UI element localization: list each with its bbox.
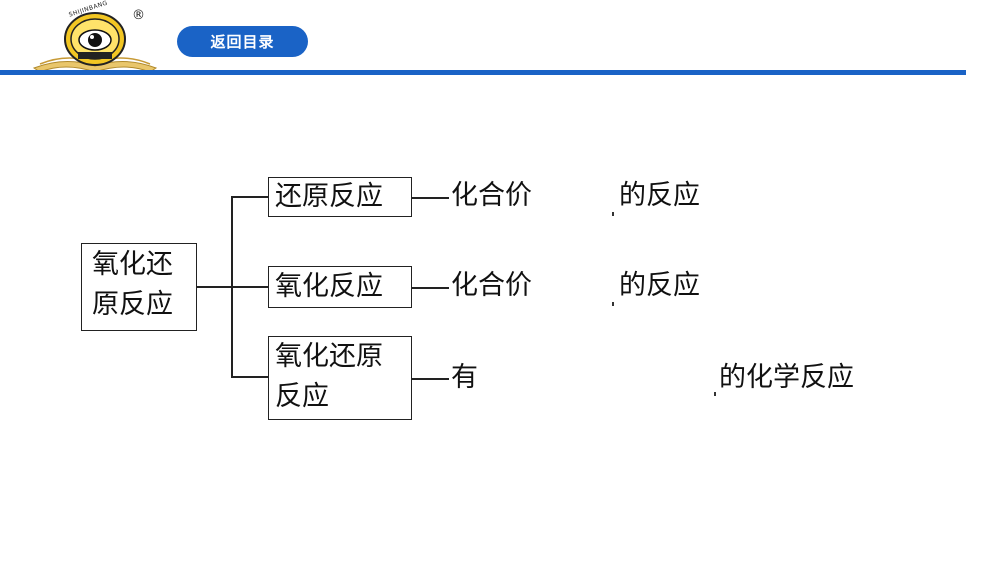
branch-3-desc-suffix: 的化学反应 (719, 362, 854, 393)
dash-branch-3 (412, 378, 449, 380)
connector-root-stem (197, 286, 232, 288)
registered-mark: ® (132, 8, 145, 23)
root-label-line1: 氧化还 (92, 249, 173, 280)
return-to-contents-button[interactable]: 返回目录 (177, 26, 308, 57)
branch-box-redox: 氧化还原 反应 (268, 336, 412, 420)
branch-1-desc-suffix: 的反应 (619, 180, 700, 211)
blank-mark-2 (612, 302, 614, 306)
branch-1-desc-prefix: 化合价 (451, 180, 532, 211)
dash-branch-2 (412, 287, 449, 289)
connector-branch-1 (231, 196, 269, 198)
blank-mark-3 (714, 392, 716, 396)
branch-2-label: 氧化反应 (275, 271, 383, 302)
connector-branch-3 (231, 376, 269, 378)
root-box: 氧化还 原反应 (81, 243, 197, 331)
dash-branch-1 (412, 197, 449, 199)
header-divider (0, 70, 966, 75)
branch-2-desc-suffix: 的反应 (619, 270, 700, 301)
root-label-line2: 原反应 (92, 289, 173, 320)
branch-box-reduction: 还原反应 (268, 177, 412, 217)
connector-branch-2 (231, 286, 269, 288)
branch-1-label: 还原反应 (275, 181, 383, 212)
branch-3-desc-prefix: 有 (451, 362, 478, 393)
branch-2-desc-prefix: 化合价 (451, 270, 532, 301)
branch-box-oxidation: 氧化反应 (268, 266, 412, 308)
branch-3-label-line2: 反应 (275, 381, 329, 412)
publisher-logo (30, 6, 160, 74)
branch-3-label-line1: 氧化还原 (275, 341, 383, 372)
blank-mark-1 (612, 212, 614, 216)
